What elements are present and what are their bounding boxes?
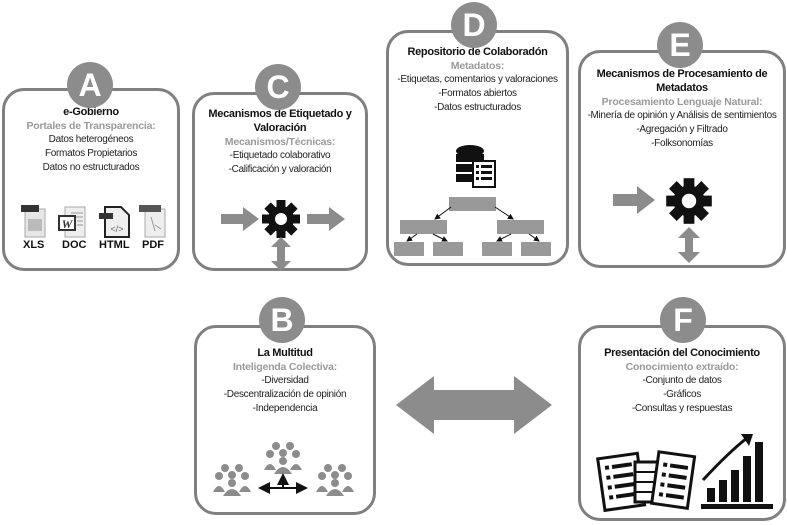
box-f-item: -Consultas y respuestas [631, 403, 733, 414]
growth-chart-icon [701, 434, 773, 509]
box-repositorio: Repositorio de Colaboradón Metadatos: -E… [386, 30, 569, 266]
box-d-subtitle: Metadatos: [450, 60, 505, 72]
horizontal-double-arrow-icon [396, 376, 552, 434]
right-arrow-icon [307, 207, 345, 231]
box-procesamiento: Mecanismos de Procesamiento de Metadatos… [578, 50, 786, 268]
crowd-icon [213, 464, 251, 496]
box-b-title: La Multitud [257, 347, 313, 359]
box-a-item: Datos heterogéneos [48, 134, 134, 145]
badge-f: F [660, 297, 706, 343]
box-b-item: -Diversidad [261, 375, 309, 386]
box-a-item: Formatos Propietarios [44, 148, 138, 159]
box-e-subtitle: Procesamiento Lenguaje Natural: [601, 96, 763, 108]
box-e-title: Mecanismos de Procesamiento de [596, 68, 768, 80]
right-arrow-icon [613, 186, 655, 214]
box-f-title: Presentación del Conocimiento [604, 347, 760, 359]
doc-label: DOC [62, 239, 87, 251]
database-table-icon [456, 145, 496, 188]
xls-label: XLS [23, 239, 45, 251]
box-b-item: -Independencia [252, 403, 318, 414]
box-c-title-2: Valoración [253, 122, 307, 134]
vertical-double-arrow-icon [271, 237, 291, 271]
html-label: HTML [99, 239, 130, 251]
box-d-item: -Formatos abiertos [438, 88, 517, 99]
pdf-label: PDF [142, 239, 164, 251]
box-d-item: -Etiquetas, comentarios y valoraciones [397, 74, 558, 85]
right-arrow-icon [221, 207, 259, 231]
vertical-double-arrow-icon [678, 227, 700, 263]
box-a-title: e-Gobierno [63, 106, 119, 118]
box-c-subtitle: Mecanismos/Técnicas: [224, 136, 336, 148]
box-c-item: -Etiquetado colaborativo [229, 150, 331, 161]
box-f-subtitle: Conocimiento extraído: [625, 361, 739, 373]
box-d-item: -Datos estructurados [434, 102, 521, 113]
svg-text:</>: </> [110, 224, 123, 234]
box-e-item: -Agregación y Filtrado [636, 124, 728, 135]
badge-a: A [67, 62, 113, 108]
box-a-subtitle: Portales de Transparencia: [26, 120, 156, 132]
doc-file-icon: W DOC [57, 205, 89, 255]
box-f-item: -Conjunto de datos [642, 375, 722, 386]
box-c-item: -Calificación y valoración [228, 164, 332, 175]
box-a-item: Datos no estructurados [42, 162, 140, 173]
box-multitud: La Multitud Inteligenda Colectiva: -Dive… [194, 325, 376, 515]
pdf-file-icon: PDF [137, 205, 171, 255]
box-e-item: -Folksonomías [651, 138, 713, 149]
box-f-item: -Gráficos [663, 389, 701, 400]
documents-list-icon [596, 450, 697, 513]
box-presentacion: Presentación del Conocimiento Conocimien… [578, 325, 786, 521]
badge-c: C [255, 64, 301, 110]
html-file-icon: </> HTML [97, 205, 135, 255]
badge-b: B [259, 297, 305, 343]
box-e-item: -Minería de opinión y Análisis de sentim… [587, 110, 777, 121]
box-etiquetado: Mecanismos de Etiquetado y Valoración Me… [192, 92, 368, 271]
box-b-subtitle: Inteligenda Colectiva: [232, 361, 338, 373]
badge-d: D [451, 2, 497, 48]
box-b-item: -Descentralización de opinión [223, 389, 347, 400]
box-e-gobierno: e-Gobierno Portales de Transparencia: Da… [2, 88, 180, 271]
box-e-title-2: Metadatos [656, 82, 708, 94]
badge-e: E [657, 22, 703, 68]
crowd-icon [264, 442, 302, 474]
box-c-title: Mecanismos de Etiquetado y [208, 108, 352, 120]
gear-icon [666, 178, 712, 224]
svg-text:W: W [62, 217, 74, 231]
xls-file-icon: XLS [19, 205, 51, 255]
box-d-title: Repositorio de Colaboradón [407, 46, 548, 58]
hierarchy-tree-icon [394, 197, 551, 256]
crowd-icon [316, 464, 354, 496]
three-way-arrow-icon [258, 473, 308, 494]
gear-icon [262, 200, 300, 238]
